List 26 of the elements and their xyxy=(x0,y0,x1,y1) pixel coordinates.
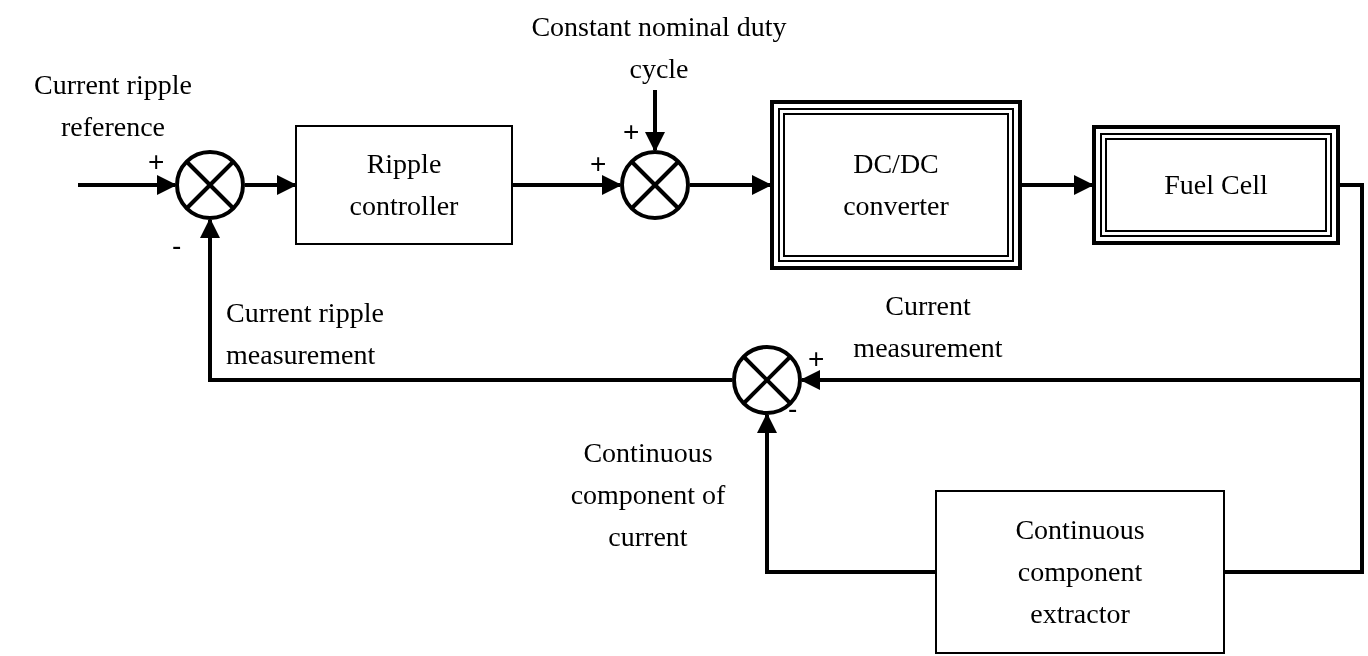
block-label: Fuel Cell xyxy=(1164,168,1268,202)
arrow xyxy=(200,218,732,382)
process-box xyxy=(935,490,1225,654)
arrow xyxy=(245,175,297,195)
sign-label: - xyxy=(788,395,798,423)
process-box xyxy=(1092,125,1340,245)
arrow xyxy=(1022,175,1094,195)
process-box xyxy=(770,100,1022,270)
arrow xyxy=(645,88,665,152)
block-label: DC/DC converter xyxy=(842,147,950,223)
connector-line xyxy=(1225,183,1364,574)
arrow xyxy=(78,175,177,195)
sign-label: - xyxy=(172,232,182,260)
arrow xyxy=(690,175,772,195)
block-label: Ripple controller xyxy=(348,147,460,223)
sign-label: + xyxy=(623,118,640,146)
arrow xyxy=(513,175,622,195)
block-label: Continuous component extractor xyxy=(1014,513,1146,631)
sign-label: + xyxy=(808,345,825,373)
summing-junction xyxy=(620,150,690,220)
summing-junction xyxy=(175,150,245,220)
sign-label: + xyxy=(590,150,607,178)
sign-label: + xyxy=(148,148,165,176)
summing-junction xyxy=(732,345,802,415)
arrow xyxy=(757,413,935,574)
process-box xyxy=(295,125,513,245)
